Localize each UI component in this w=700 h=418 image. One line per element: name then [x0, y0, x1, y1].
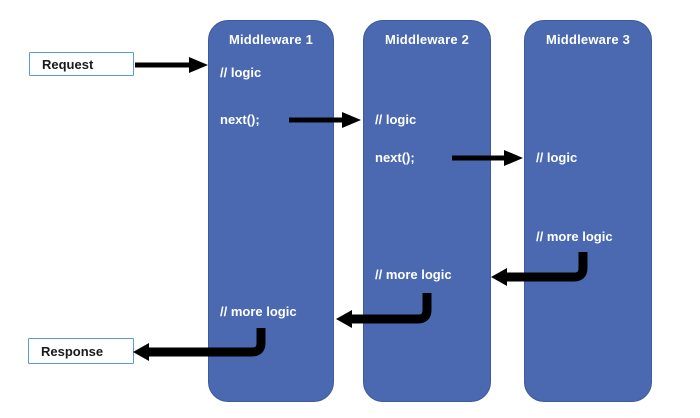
middleware-2-title: Middleware 2 [384, 32, 470, 47]
request-box: Request [29, 52, 134, 76]
request-to-middleware1-arrow [135, 57, 208, 73]
middleware-1-more-logic-line: // more logic [220, 304, 297, 319]
response-box: Response [28, 338, 134, 364]
middleware-3-more-logic-line: // more logic [536, 229, 613, 244]
middleware-3-title: Middleware 3 [545, 32, 631, 47]
middleware-2-logic-line: // logic [375, 112, 417, 127]
middleware-1-next-line: next(); [220, 112, 260, 127]
middleware-1-title: Middleware 1 [228, 32, 314, 47]
middleware-3-block: Middleware 3 // logic // more logic [524, 20, 652, 402]
middleware-2-block: Middleware 2 // logic next(); // more lo… [363, 20, 491, 402]
middleware-2-more-logic-line: // more logic [375, 267, 452, 282]
middleware-1-logic-line: // logic [220, 65, 262, 80]
middleware-2-next-line: next(); [375, 150, 415, 165]
response-label: Response [41, 343, 104, 359]
middleware-3-logic-line: // logic [536, 150, 578, 165]
middleware-1-block: Middleware 1 // logic next(); // more lo… [208, 20, 334, 402]
request-label: Request [42, 56, 94, 72]
